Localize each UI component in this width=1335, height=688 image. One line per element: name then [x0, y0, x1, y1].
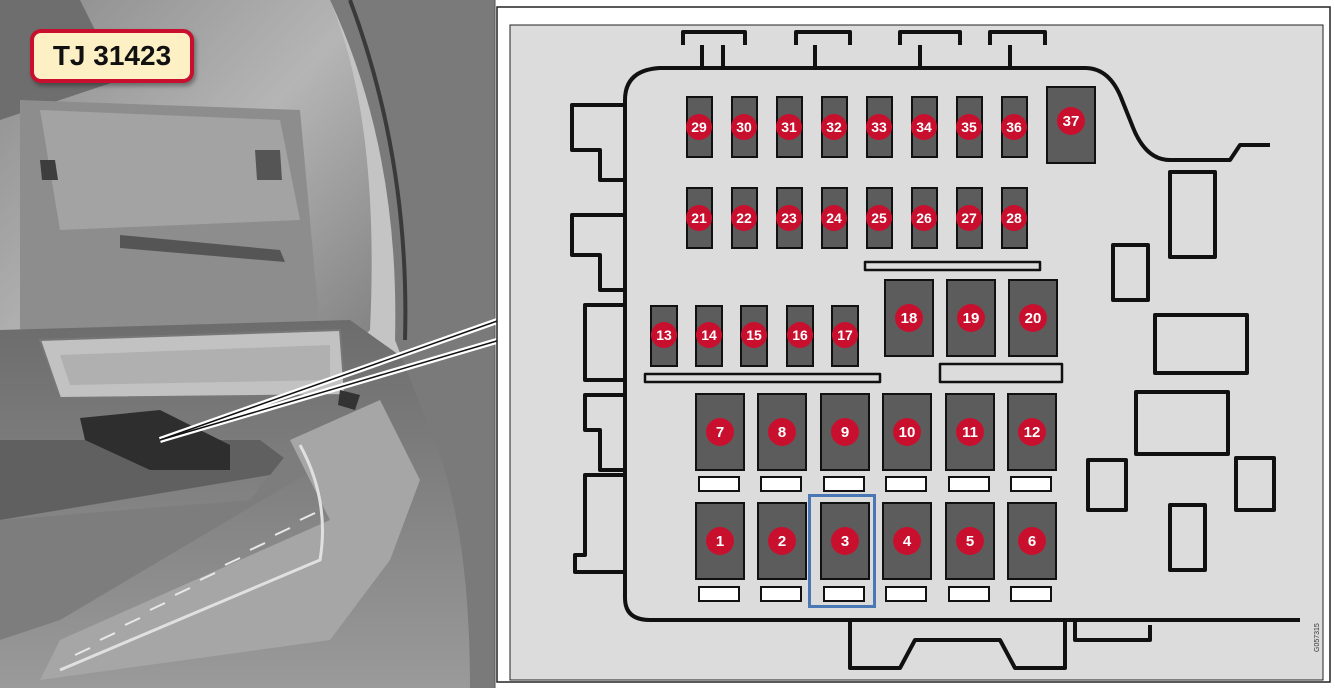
fuse-label-5: 5: [956, 527, 984, 555]
fuse-label-28: 28: [1001, 205, 1027, 231]
fuse-label-15: 15: [741, 322, 767, 348]
fuse-slot: [1010, 476, 1052, 492]
fuse-label-27: 27: [956, 205, 982, 231]
fuse-label-35: 35: [956, 114, 982, 140]
fuse-label-26: 26: [911, 205, 937, 231]
fuse-label-2: 2: [768, 527, 796, 555]
fuse-label-14: 14: [696, 322, 722, 348]
fuse-label-32: 32: [821, 114, 847, 140]
fuse-slot: [698, 586, 740, 602]
fuse-label-31: 31: [776, 114, 802, 140]
fuse-slot: [885, 476, 927, 492]
fuse-label-13: 13: [651, 322, 677, 348]
fuse-slot: [760, 476, 802, 492]
fuse-slot: [760, 586, 802, 602]
fuse-label-1: 1: [706, 527, 734, 555]
fuse-label-33: 33: [866, 114, 892, 140]
fuse-label-37: 37: [1057, 107, 1085, 135]
fuse-label-4: 4: [893, 527, 921, 555]
fuse-label-23: 23: [776, 205, 802, 231]
fuse-slot: [1010, 586, 1052, 602]
trunk-illustration: [0, 0, 495, 688]
fuse-label-36: 36: [1001, 114, 1027, 140]
fuse-label-3: 3: [831, 527, 859, 555]
fuse-slot: [823, 476, 865, 492]
fuse-label-24: 24: [821, 205, 847, 231]
fuse-slot: [948, 476, 990, 492]
part-label-tag: TJ 31423: [30, 29, 194, 83]
fuse-label-21: 21: [686, 205, 712, 231]
fuse-label-16: 16: [787, 322, 813, 348]
fuse-label-20: 20: [1019, 304, 1047, 332]
fuse-slot: [948, 586, 990, 602]
fuse-slot: [698, 476, 740, 492]
fuse-label-6: 6: [1018, 527, 1046, 555]
fuse-label-7: 7: [706, 418, 734, 446]
fuse-label-9: 9: [831, 418, 859, 446]
fuse-label-12: 12: [1018, 418, 1046, 446]
fuse-label-18: 18: [895, 304, 923, 332]
fuse-label-22: 22: [731, 205, 757, 231]
image-code: G057315: [1314, 623, 1321, 652]
fuse-label-8: 8: [768, 418, 796, 446]
fuse-label-29: 29: [686, 114, 712, 140]
fuse-label-34: 34: [911, 114, 937, 140]
fuse-slot: [885, 586, 927, 602]
fuse-label-17: 17: [832, 322, 858, 348]
fuse-label-10: 10: [893, 418, 921, 446]
fuse-label-30: 30: [731, 114, 757, 140]
fuse-label-25: 25: [866, 205, 892, 231]
fuse-label-19: 19: [957, 304, 985, 332]
fuse-label-11: 11: [956, 418, 984, 446]
